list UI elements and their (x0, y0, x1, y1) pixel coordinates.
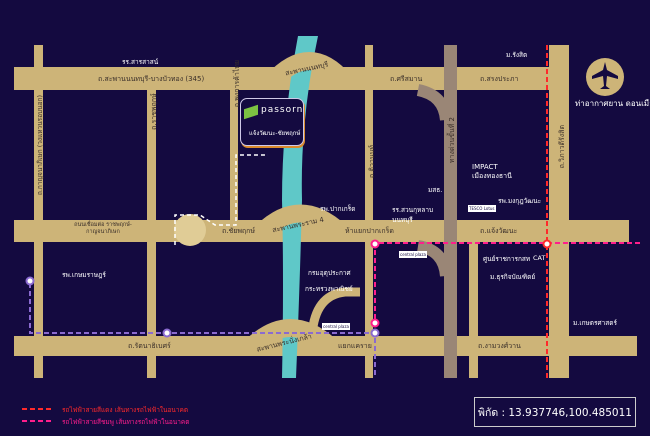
legend-red-label: รถไฟฟ้าสายสีแดง เส้นทางรถไฟฟ้าในอนาคต (62, 406, 189, 414)
label-road-link: ถนนเชื่อมต่อ ราชพฤกษ์-กาญจนาภิเษก (74, 222, 132, 235)
station (25, 276, 35, 286)
expressway-curve-lower (416, 240, 452, 277)
poi-tesco: TESCO Lotus (468, 205, 496, 212)
purple-line (29, 283, 376, 378)
station (370, 318, 380, 328)
road-kanchanaphisek (34, 45, 43, 378)
poi-school1: รร.สารสาสน์ (122, 58, 159, 66)
station (542, 239, 552, 249)
road-expressway (444, 45, 457, 378)
label-road-vibhavadi: ถ.วิภาวดีรังสิต (558, 125, 566, 169)
bridge-nangklao (245, 319, 337, 353)
airplane-icon (592, 62, 618, 89)
poi-hosp1: รพ.ปากเกร็ด (320, 205, 356, 213)
poi-uni: ม.ธุรกิจบัณฑิตย์ (490, 273, 536, 281)
poi-dept: กรมอุตุประกาศ (308, 269, 351, 277)
bridge-rama4 (255, 204, 347, 239)
project-logo-icon (244, 104, 258, 120)
expressway-curve (416, 84, 452, 121)
route-to-project (174, 154, 268, 245)
road-middle (14, 220, 629, 242)
label-road-expressway: ทางด่วนขั้นที่ 2 (448, 117, 456, 164)
label-road-kanchana: ถ.กาญจนาภิเษก (วงแหวนรอบนอก) (36, 95, 44, 196)
project-card[interactable]: passorn แจ้งวัฒนะ-ชัยพฤกษ์ (240, 98, 304, 146)
poi-hosp2: รพ.มงกุฎวัฒนะ (498, 197, 542, 205)
road-tiwanon (365, 45, 373, 378)
label-road-sriyan: ถ.ศรีสมาน (390, 75, 423, 83)
label-road-top: ถ.สะพานนนทบุรี-บางบัวทอง (345) (98, 75, 205, 83)
station (162, 328, 172, 338)
poi-central1: central plaza (399, 251, 427, 258)
poi-impact: IMPACT เมืองทองธานี (472, 163, 512, 180)
label-pakkret-junction: ห้าแยกปากเกร็ด (345, 227, 394, 235)
road-nakhon (230, 88, 238, 228)
poi-ministry: กระทรวงพาณิชย์ (305, 285, 353, 293)
label-road-ngamwongwan: ถ.งามวงศ์วาน (478, 342, 521, 350)
label-road-chaiyaphruek: ถ.ชัยพฤกษ์ (222, 227, 256, 235)
poi-kaset: ม.เกษตรศาสตร์ (573, 319, 617, 327)
coordinates-box: พิกัด : 13.937746,100.485011 (474, 397, 636, 427)
station (370, 239, 380, 249)
road-vibhavadi (549, 45, 569, 378)
project-brand: passorn (261, 105, 304, 115)
road-chaengwattana-vertical (469, 238, 478, 378)
station (370, 328, 380, 338)
interchange (174, 214, 206, 246)
label-road-chaengwattana: ถ.แจ้งวัฒนะ (480, 227, 518, 235)
poi-rangsit: ม.รังสิต (506, 51, 528, 59)
poi-tot: กสท (518, 255, 531, 263)
poi-central2: central plaza (322, 323, 350, 330)
legend-pink-label: รถไฟฟ้าสายสีชมพู เส้นทางรถไฟฟ้าในอนาคต (62, 418, 190, 426)
label-khae-rai: แยกแคราย (338, 342, 372, 350)
poi-govt: ศูนย์ราชการ (483, 255, 519, 263)
label-road-tiwanon: ถ.ติวานนท์ (368, 145, 376, 179)
label-road-ratchaphruek: ถ.ราชพฤกษ์ (150, 93, 158, 130)
poi-school3: รร.สวนกุหลาบ นนทบุรี (392, 206, 434, 224)
project-subtitle: แจ้งวัฒนะ-ชัยพฤกษ์ (249, 130, 301, 137)
coordinates-text: พิกัด : 13.937746,100.485011 (478, 406, 632, 419)
poi-airport: ท่าอากาศยาน ดอนเมือง (575, 99, 650, 108)
label-road-songprapa: ถ.สรงประภา (480, 75, 519, 83)
poi-hosp3: รพ.เกษมราษฎร์ (62, 271, 106, 279)
label-road-rattanathibet: ถ.รัตนาธิเบศร์ (128, 342, 171, 350)
poi-school2: มสธ. (428, 186, 443, 194)
ministry-curve (307, 287, 360, 336)
bridge-nonthaburi (265, 52, 352, 89)
poi-cat: CAT (533, 254, 546, 262)
